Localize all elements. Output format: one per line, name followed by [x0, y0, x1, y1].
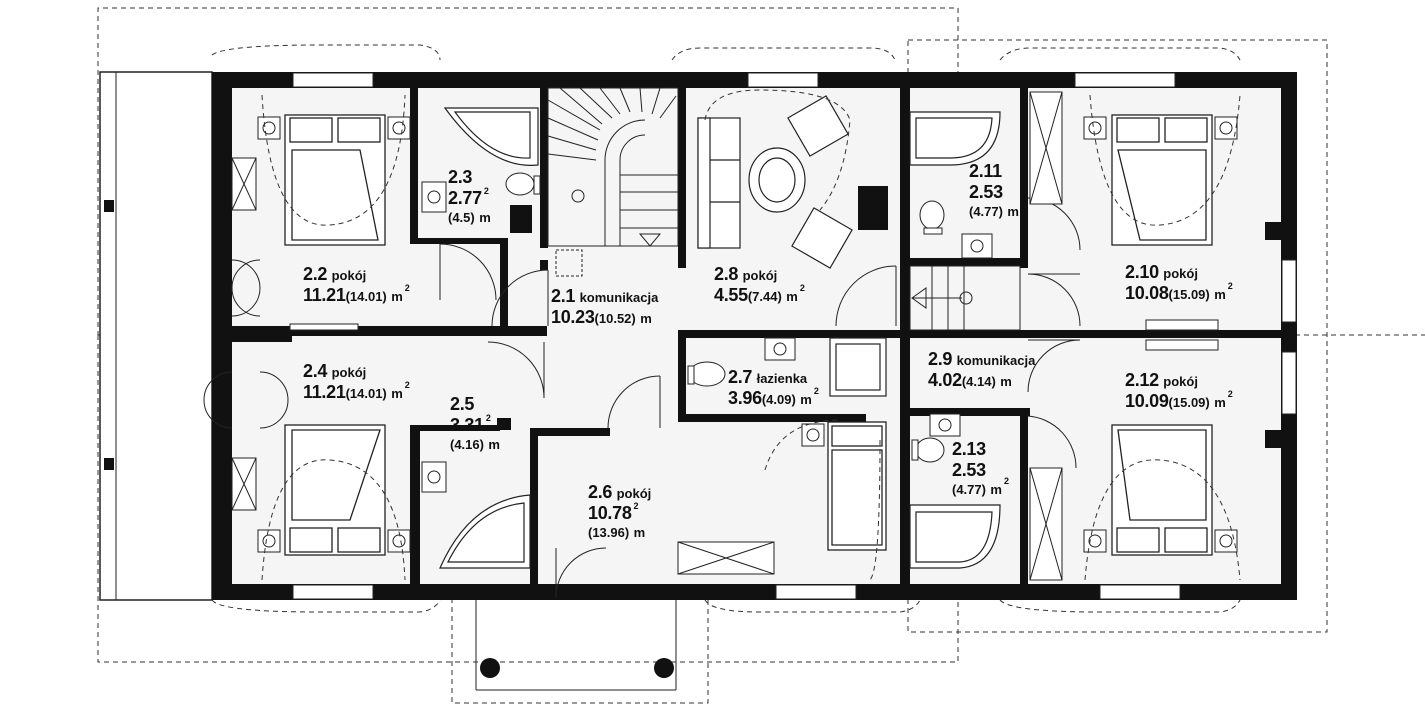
room-2-10-label: 2.10 pokój 10.08(15.09) m2 — [1125, 262, 1233, 303]
windows — [292, 72, 1297, 600]
room-2-11-label: 2.11 2.53 (4.77) m2 — [969, 161, 1026, 219]
room-2-1-label: 2.1 komunikacja 10.23(10.52) m — [551, 286, 659, 327]
wardrobes — [231, 91, 1219, 581]
usage-arcs — [211, 44, 1241, 613]
doors — [203, 197, 1081, 599]
nightstands — [257, 116, 1238, 553]
room-2-8-label: 2.8 pokój 4.55(7.44) m2 — [714, 264, 805, 305]
room-2-12-label: 2.12 pokój 10.09(15.09) m2 — [1125, 370, 1233, 411]
room-2-7-label: 2.7 łazienka 3.96(4.09) m2 — [728, 367, 819, 408]
porch — [475, 600, 677, 691]
interior-walls — [232, 88, 1281, 590]
room-2-2-label: 2.2 pokój 11.21(14.01) m2 — [303, 264, 410, 305]
staircase — [547, 87, 1021, 331]
balcony — [99, 71, 213, 601]
living-furniture — [697, 95, 853, 269]
room-2-4-label: 2.4 pokój 11.21(14.01) m2 — [303, 361, 410, 402]
room-2-9-label: 2.9 komunikacja 4.02(4.14) m — [928, 349, 1036, 390]
bathtubs — [439, 107, 1001, 569]
toilets-sinks — [421, 172, 993, 493]
room-2-13-label: 2.13 2.53 (4.77) m2 — [952, 439, 1009, 497]
